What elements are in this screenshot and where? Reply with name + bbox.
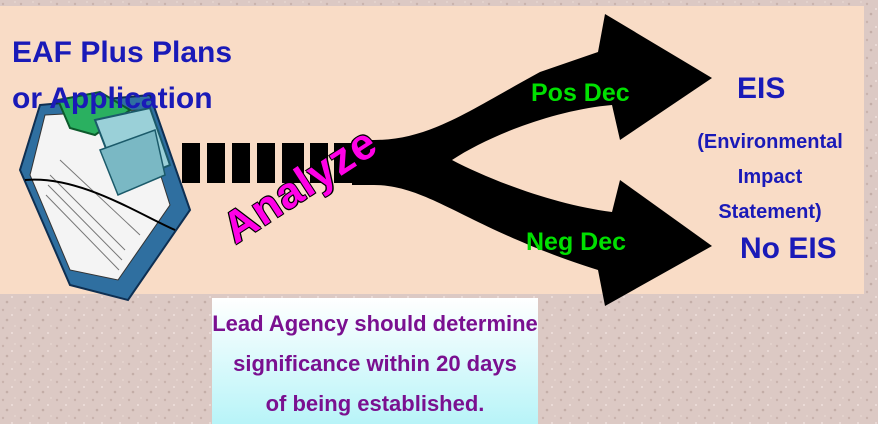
eis-desc-line1: (Environmental — [697, 131, 843, 153]
no-eis-outcome: No EIS — [740, 232, 837, 265]
eis-outcome: EIS — [737, 72, 786, 105]
dashed-connector — [182, 143, 352, 183]
eis-desc-line3: Statement) — [718, 201, 822, 223]
neg-dec-label: Neg Dec — [526, 228, 627, 256]
fork-arrow — [352, 14, 712, 306]
pos-dec-label: Pos Dec — [531, 79, 630, 107]
documents-icon — [18, 90, 192, 302]
eis-desc-line2: Impact — [737, 166, 803, 188]
note-line3: of being established. — [265, 391, 485, 416]
source-title-line2: or Application — [12, 82, 213, 115]
eis-description: (Environmental Impact Statement) — [662, 125, 878, 230]
determination-note: Lead Agency should determine significanc… — [212, 298, 538, 424]
note-line1: Lead Agency should determine — [212, 311, 538, 336]
source-title: EAF Plus Plans or Application — [12, 30, 232, 122]
note-line2: significance within 20 days — [233, 351, 517, 376]
source-title-line1: EAF Plus Plans — [12, 36, 233, 69]
